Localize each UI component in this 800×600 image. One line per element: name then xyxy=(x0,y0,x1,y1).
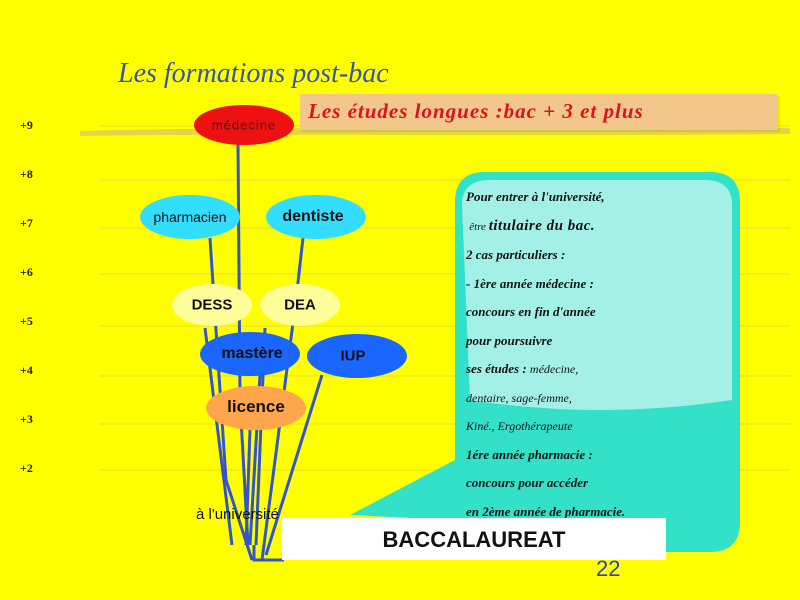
baccalaureat-label: BACCALAUREAT xyxy=(382,527,566,552)
node-medecine-shape xyxy=(194,105,294,145)
node-dentiste-shape xyxy=(266,195,366,239)
level-label: +9 xyxy=(20,118,33,132)
level-label: +4 xyxy=(20,363,33,377)
baccalaureat-box: BACCALAUREAT xyxy=(282,518,666,560)
node-pharmacien: pharmacien xyxy=(153,209,227,225)
bubble-line: 1ére année pharmacie : xyxy=(466,446,593,462)
node-licence: licence xyxy=(227,397,285,416)
node-dess: DESS xyxy=(191,296,233,314)
node-dea: DEA xyxy=(284,296,316,314)
section-banner: Les études longues :bac + 3 et plus xyxy=(300,94,778,130)
level-label: +7 xyxy=(20,216,33,230)
bubble-line: concours en fin d'année xyxy=(466,304,596,319)
bubble-line: 2 cas particuliers : xyxy=(466,247,566,262)
node-licence-shape xyxy=(206,386,306,430)
node-dea-shape xyxy=(260,284,340,326)
universite-label: à l'université xyxy=(196,506,279,523)
page-number: 22 xyxy=(596,556,621,581)
level-label: +6 xyxy=(20,265,33,279)
level-label: +5 xyxy=(20,314,33,328)
node-pharmacien-shape xyxy=(140,195,240,239)
level-label: +3 xyxy=(20,412,33,426)
bubble-line: Pour entrer à l'université, xyxy=(466,189,605,204)
bubble-text: Pour entrer à l'université, être titulai… xyxy=(466,183,746,526)
bubble-line: être titulaire du bac. xyxy=(469,217,596,234)
node-iup: IUP xyxy=(340,347,366,365)
node-mastere: mastère xyxy=(221,345,283,362)
bubble-line: - 1ère année médecine : xyxy=(466,275,594,291)
node-dess-shape xyxy=(172,284,252,326)
node-medecine: médecine xyxy=(211,117,277,133)
bubble-line: pour poursuivre xyxy=(466,332,553,348)
node-mastere-shape xyxy=(200,332,300,376)
node-dentiste: dentiste xyxy=(282,208,344,225)
level-label: +8 xyxy=(20,167,33,181)
bubble-highlight xyxy=(462,180,732,410)
bubble-line: dentaire, sage-femme, xyxy=(466,390,572,405)
bubble-line: Kiné., Ergothérapeute xyxy=(466,419,573,433)
level-label: +2 xyxy=(20,461,33,475)
bubble-line: concours pour accéder xyxy=(466,475,589,490)
banner-text: Les études longues :bac + 3 et plus xyxy=(308,99,644,123)
node-iup-shape xyxy=(307,334,407,378)
bubble-line: en 2ème année de pharmacie. xyxy=(466,503,626,519)
bubble-line: ses études : médecine, xyxy=(466,361,579,376)
page-title: Les formations post-bac xyxy=(118,58,389,89)
